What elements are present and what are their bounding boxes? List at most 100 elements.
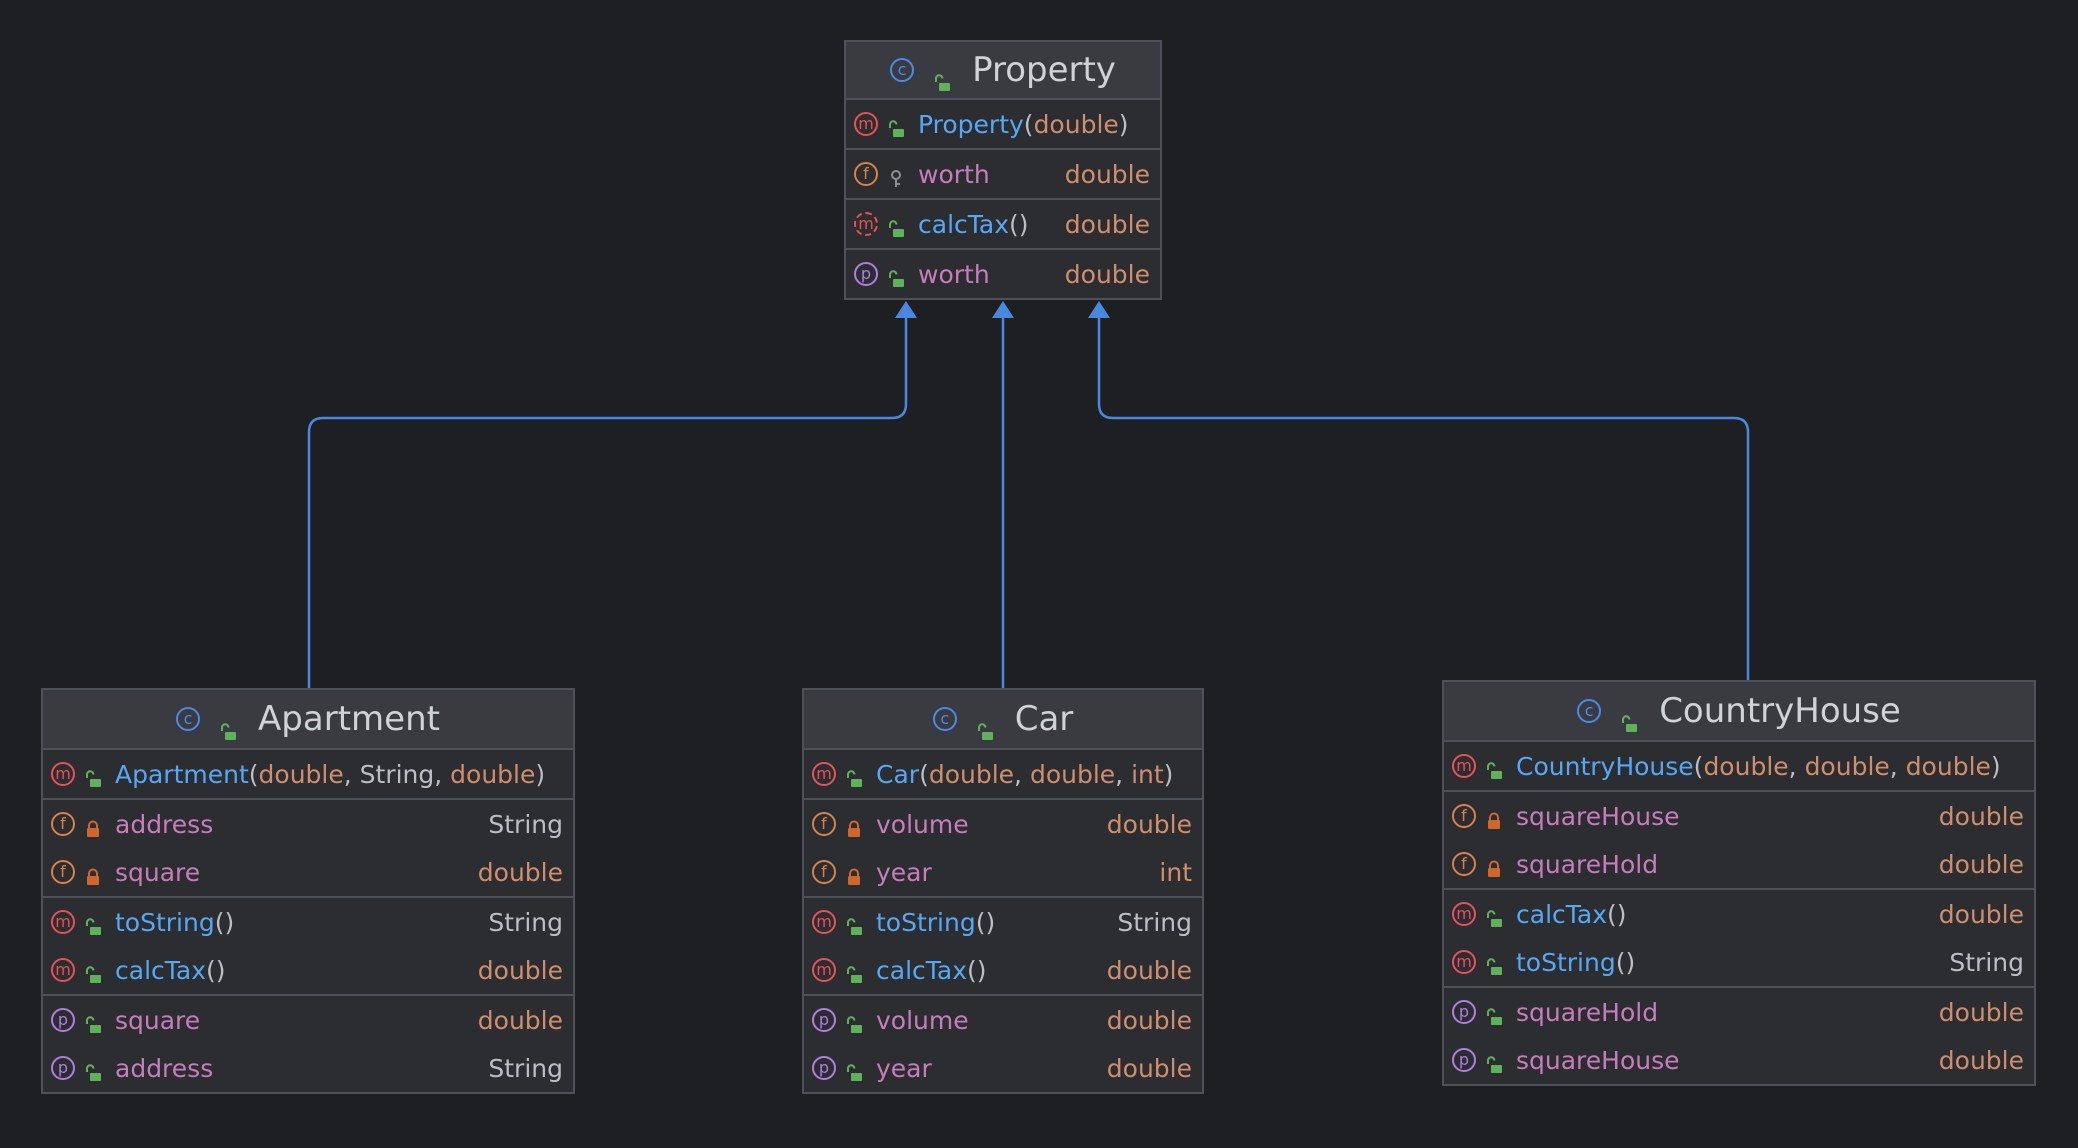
private-lock-icon — [85, 863, 101, 885]
member-type: double — [1106, 1053, 1192, 1083]
member-row[interactable]: m toString() String — [804, 898, 1202, 946]
member-signature: toString() — [115, 908, 234, 937]
field-icon: f — [812, 860, 836, 884]
public-unlocked-icon — [1486, 1051, 1502, 1073]
member-type: double — [1064, 209, 1150, 239]
member-name: squareHouse — [1516, 801, 1680, 831]
public-unlocked-icon — [846, 1011, 862, 1033]
private-lock-icon — [85, 815, 101, 837]
paren-open: ( — [1607, 899, 1617, 929]
package-key-icon — [888, 165, 904, 187]
param-separator: , — [343, 759, 360, 789]
param-type: double — [450, 759, 536, 789]
public-unlocked-icon — [1486, 905, 1502, 927]
property-icon: p — [51, 1008, 75, 1032]
class-name: CountryHouse — [1659, 691, 1901, 731]
field-icon: f — [1452, 804, 1476, 828]
public-unlocked-icon — [1486, 953, 1502, 975]
public-unlocked-icon — [220, 710, 237, 740]
member-signature: year — [876, 1054, 932, 1083]
paren-close: ) — [1018, 209, 1029, 239]
member-signature: year — [876, 858, 932, 887]
member-name: year — [876, 1053, 932, 1083]
public-unlocked-icon — [85, 765, 101, 787]
member-row[interactable]: f squareHouse double — [1444, 792, 2034, 840]
member-type: double — [1938, 899, 2024, 929]
class-header[interactable]: c CountryHouse — [1444, 682, 2034, 742]
member-signature: squareHouse — [1516, 802, 1680, 831]
member-signature: square — [115, 858, 200, 887]
paren-close: ) — [1990, 751, 2001, 781]
member-signature: address — [115, 810, 213, 839]
member-type: double — [1938, 801, 2024, 831]
member-name: calcTax — [876, 955, 968, 985]
field-icon: f — [812, 812, 836, 836]
param-separator: , — [434, 759, 451, 789]
member-name: address — [115, 1053, 214, 1083]
member-name: squareHouse — [1516, 1045, 1680, 1075]
public-unlocked-icon — [1621, 702, 1638, 732]
member-name: squareHold — [1516, 849, 1659, 879]
paren-open: ( — [919, 759, 929, 789]
member-name: worth — [918, 159, 990, 189]
paren-close: ) — [224, 907, 235, 937]
public-unlocked-icon — [934, 61, 951, 91]
class-icon: c — [890, 58, 915, 82]
inheritance-edge-countryhouse[interactable] — [1097, 318, 1750, 680]
member-name: calcTax — [115, 955, 207, 985]
property-icon: p — [812, 1008, 836, 1032]
member-type: double — [477, 857, 563, 887]
class-icon: c — [1577, 699, 1602, 723]
member-signature: toString() — [876, 908, 995, 937]
class-header[interactable]: c Property — [846, 42, 1160, 100]
inheritance-edge-apartment[interactable] — [307, 318, 908, 688]
paren-close: ) — [1616, 899, 1627, 929]
member-name: toString — [1516, 947, 1616, 977]
param-separator: , — [1115, 759, 1132, 789]
member-signature: worth — [918, 260, 990, 289]
class-name: Apartment — [258, 699, 440, 739]
member-type: String — [1117, 907, 1192, 937]
private-lock-icon — [1486, 807, 1502, 829]
method-icon: m — [812, 910, 836, 934]
member-type: String — [488, 907, 563, 937]
field-icon: f — [51, 812, 75, 836]
class-name: Property — [972, 50, 1116, 90]
